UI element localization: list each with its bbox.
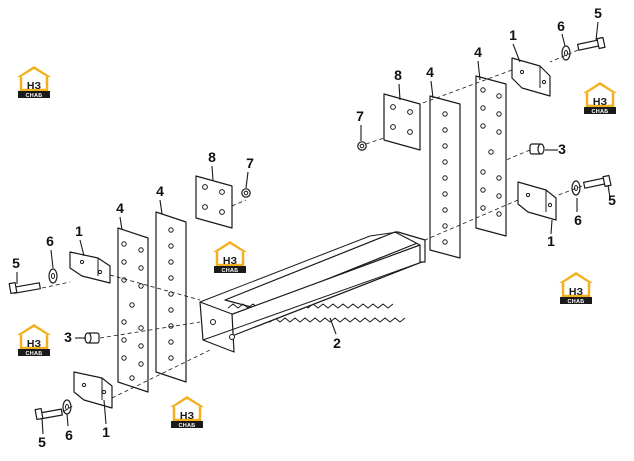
logo-subtext: СНАБ <box>567 299 584 305</box>
right-flange-nut <box>529 143 545 155</box>
right-bracket-plate-front <box>429 95 461 259</box>
logo-house-icon <box>561 283 591 298</box>
callout-c-7-tr: 7 <box>356 108 364 124</box>
leader-lines <box>16 21 611 435</box>
logo-house-icon <box>585 93 615 108</box>
callout-c-5-bl: 5 <box>38 434 46 450</box>
logo-bar <box>584 107 616 114</box>
callout-c-1-bl: 1 <box>102 424 110 440</box>
callout-c-7-l: 7 <box>246 155 254 171</box>
right-washer-upper <box>561 45 571 61</box>
logo-bar <box>214 266 246 273</box>
left-bracket-plate-rear <box>155 211 187 383</box>
logo-letters: НЗ <box>180 410 195 422</box>
callout-c-1-l: 1 <box>75 223 83 239</box>
callout-c-5-r: 5 <box>608 192 616 208</box>
callout-c-2: 2 <box>333 335 341 351</box>
right-nut <box>357 141 367 151</box>
logo-bar <box>18 91 50 98</box>
callout-c-4-lb: 4 <box>156 183 164 199</box>
callout-c-6-tr: 6 <box>557 18 565 34</box>
logo-roof-icon <box>170 396 204 407</box>
left-clamp-plate <box>195 175 233 229</box>
logo-roof-icon <box>17 324 51 335</box>
logo-house-icon <box>172 407 202 422</box>
logo-house-icon <box>19 335 49 350</box>
callout-c-4-tm: 4 <box>426 64 434 80</box>
logo-house-icon <box>19 77 49 92</box>
logo-letters: НЗ <box>223 255 238 267</box>
callout-c-3-r: 3 <box>558 141 566 157</box>
callout-c-6-bl: 6 <box>65 427 73 443</box>
left-flange-nut <box>84 332 100 344</box>
logo-house-icon <box>215 252 245 267</box>
left-angle-bracket-lower <box>73 371 113 409</box>
callout-c-6-l: 6 <box>46 233 54 249</box>
left-washer-lower <box>62 399 72 415</box>
left-bolt-lower <box>34 407 63 421</box>
logo-subtext: СНАБ <box>591 109 608 115</box>
callout-labels: 5 6 1 4 4 8 7 3 6 5 1 8 7 4 4 1 6 5 3 2 5 6 1 <box>12 5 616 450</box>
callout-c-1-tr: 1 <box>509 27 517 43</box>
callout-c-5-l: 5 <box>12 255 20 271</box>
callout-c-6-r: 6 <box>574 212 582 228</box>
right-bolt-upper <box>577 36 606 51</box>
logo-subtext: СНАБ <box>25 351 42 357</box>
logo-letters: НЗ <box>27 80 42 92</box>
callout-c-8-l: 8 <box>208 149 216 165</box>
right-bracket-plate-rear <box>475 75 507 237</box>
logo-subtext: СНАБ <box>178 423 195 429</box>
right-washer-lower <box>571 180 581 196</box>
left-angle-bracket-upper <box>69 251 111 284</box>
logo-letters: НЗ <box>569 286 584 298</box>
right-clamp-plate <box>383 93 421 151</box>
logo-bar <box>560 297 592 304</box>
callout-c-1-r: 1 <box>547 233 555 249</box>
left-nut <box>241 188 251 198</box>
left-washer-upper <box>48 268 58 284</box>
right-angle-bracket-lower <box>517 181 557 221</box>
right-bolt-lower <box>583 174 612 189</box>
callout-c-8-tr: 8 <box>394 67 402 83</box>
logo-roof-icon <box>583 82 617 93</box>
callout-c-4-tr: 4 <box>474 44 482 60</box>
logo-subtext: СНАБ <box>221 268 238 274</box>
logo-roof-icon <box>213 241 247 252</box>
right-angle-bracket-upper <box>511 57 551 97</box>
logo-subtext: СНАБ <box>25 93 42 99</box>
logo-bar <box>171 421 203 428</box>
logo-roof-icon <box>559 272 593 283</box>
left-bracket-plate-front <box>117 227 149 393</box>
logo-bar <box>18 349 50 356</box>
step-tread <box>199 231 426 353</box>
logo-letters: НЗ <box>593 96 608 108</box>
callout-c-5-tr: 5 <box>594 5 602 21</box>
logo-roof-icon <box>17 66 51 77</box>
logo-letters: НЗ <box>27 338 42 350</box>
left-bolt-upper <box>8 281 41 295</box>
callout-c-3-l: 3 <box>64 329 72 345</box>
callout-c-4-la: 4 <box>116 200 124 216</box>
